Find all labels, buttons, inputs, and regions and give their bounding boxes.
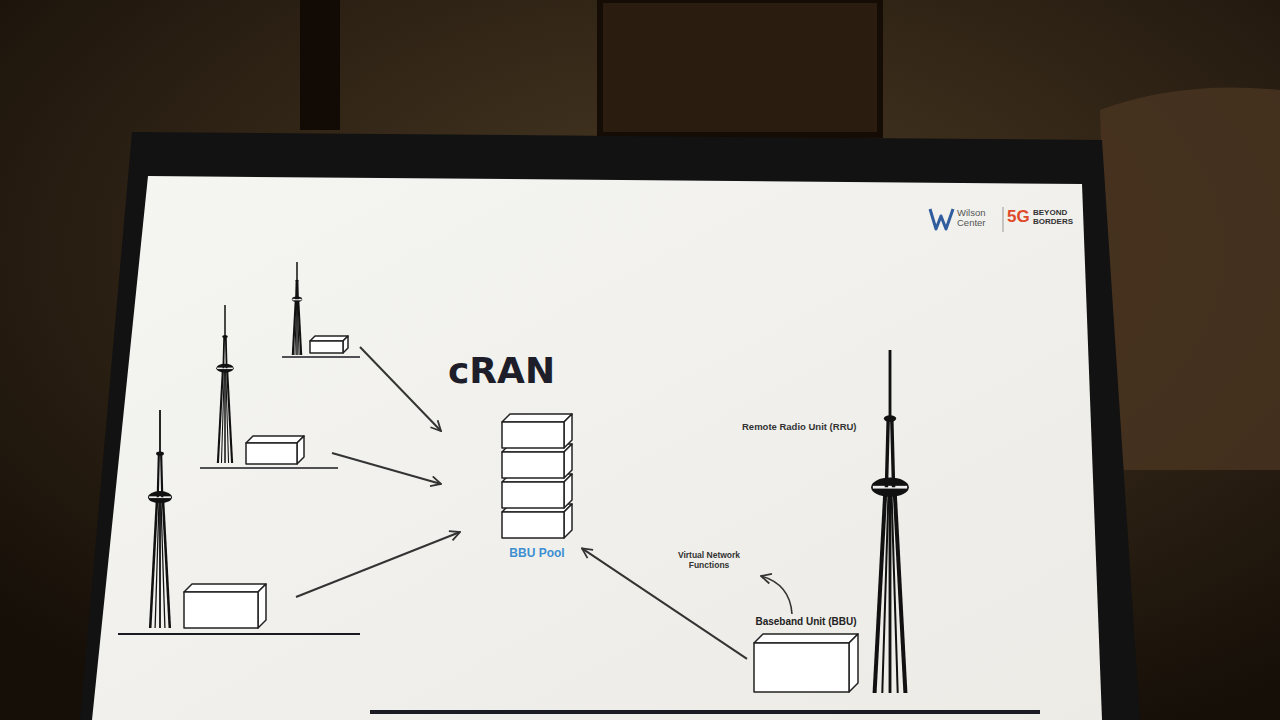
cube-front <box>502 512 564 538</box>
radio-box <box>310 336 348 353</box>
tower-pod-band <box>292 299 301 301</box>
tv-stand <box>600 0 880 135</box>
cube-front <box>502 452 564 478</box>
tower-line <box>891 487 897 693</box>
tower-line <box>224 305 226 337</box>
cube-top <box>246 436 304 443</box>
tower-pod <box>871 478 909 497</box>
sofa <box>1100 88 1280 471</box>
tower-line <box>892 419 894 488</box>
tower-line <box>224 368 226 463</box>
site-arrow <box>296 532 460 597</box>
radio-box <box>184 584 266 628</box>
component-label: Remote Radio Unit (RRU) <box>742 421 857 432</box>
tower-line <box>161 454 162 498</box>
cube-side <box>297 436 304 464</box>
node-shape <box>497 412 577 546</box>
radio-box <box>246 436 304 464</box>
cube-front <box>246 443 297 464</box>
cube-side <box>564 474 572 508</box>
cube-side <box>849 634 858 692</box>
laptop-bezel <box>80 132 1140 720</box>
laptop-screen <box>92 176 1102 720</box>
lamp-pole <box>300 0 340 130</box>
ground-line <box>200 467 338 469</box>
tower-line <box>161 497 165 628</box>
tower-line <box>158 454 159 498</box>
node-label: BBU Pool <box>497 546 577 560</box>
tower-line <box>298 299 301 355</box>
logo-mark: 5G <box>1007 207 1030 227</box>
cube-front <box>184 592 258 628</box>
tower-line <box>221 368 224 463</box>
cube-side <box>564 414 572 448</box>
tower-icon <box>148 410 172 628</box>
ground-line <box>370 710 1040 714</box>
tower-line <box>295 281 297 300</box>
cube-front <box>502 422 564 448</box>
tower-icon <box>292 262 302 355</box>
cube-side <box>564 444 572 478</box>
site-arrow <box>332 453 441 484</box>
cube-top <box>502 414 572 422</box>
ground-line <box>118 633 360 635</box>
cube-front <box>502 482 564 508</box>
cube-top <box>184 584 266 592</box>
cube-side <box>564 504 572 538</box>
tower-line <box>882 487 888 693</box>
tower-line <box>155 497 159 628</box>
tower-pod <box>216 364 233 373</box>
server-block <box>502 504 572 538</box>
logo-w-icon <box>930 209 953 229</box>
server-block <box>502 414 572 448</box>
tower-line <box>295 299 297 355</box>
tower-line <box>889 350 892 419</box>
baseband-unit: Baseband Unit (BBU) <box>750 616 862 694</box>
bbu-pool: BBU Pool <box>497 412 577 562</box>
node-shape <box>750 616 862 696</box>
cube-front <box>754 643 849 692</box>
tower-line <box>297 299 299 355</box>
cube-side <box>258 584 266 628</box>
tower-line <box>293 299 296 355</box>
diagram-title: cRAN <box>448 350 555 391</box>
tower-line <box>889 487 892 693</box>
tower-line <box>225 337 228 369</box>
tower-pod-band <box>873 486 907 489</box>
leader-arrow <box>761 576 792 614</box>
tower-icon <box>871 350 909 693</box>
tower-line <box>159 410 161 454</box>
tower-line <box>886 419 888 488</box>
tower-pod <box>148 491 172 503</box>
logo-text: BEYOND BORDERS <box>1033 209 1077 227</box>
tower-line <box>296 262 298 281</box>
logo-text: Wilson Center <box>957 208 999 228</box>
baseband-box <box>754 634 858 692</box>
tower-pod-band <box>217 368 233 370</box>
cube-top <box>754 634 858 643</box>
tower-pod <box>292 297 302 302</box>
tower-line <box>226 368 229 463</box>
function-label: Virtual Network Functions <box>668 550 750 570</box>
logo-separator <box>1003 207 1004 232</box>
tower-line <box>222 337 225 369</box>
tower-icon <box>216 305 233 463</box>
slide-drawing <box>118 207 1040 712</box>
server-block <box>502 474 572 508</box>
site-arrow <box>360 347 441 431</box>
node-label: Baseband Unit (BBU) <box>750 616 862 628</box>
cube-front <box>310 341 343 353</box>
server-block <box>502 444 572 478</box>
ground-line <box>282 356 360 358</box>
tower-line <box>159 497 161 628</box>
tower-line <box>297 281 299 300</box>
tower-pod-band <box>149 496 171 498</box>
